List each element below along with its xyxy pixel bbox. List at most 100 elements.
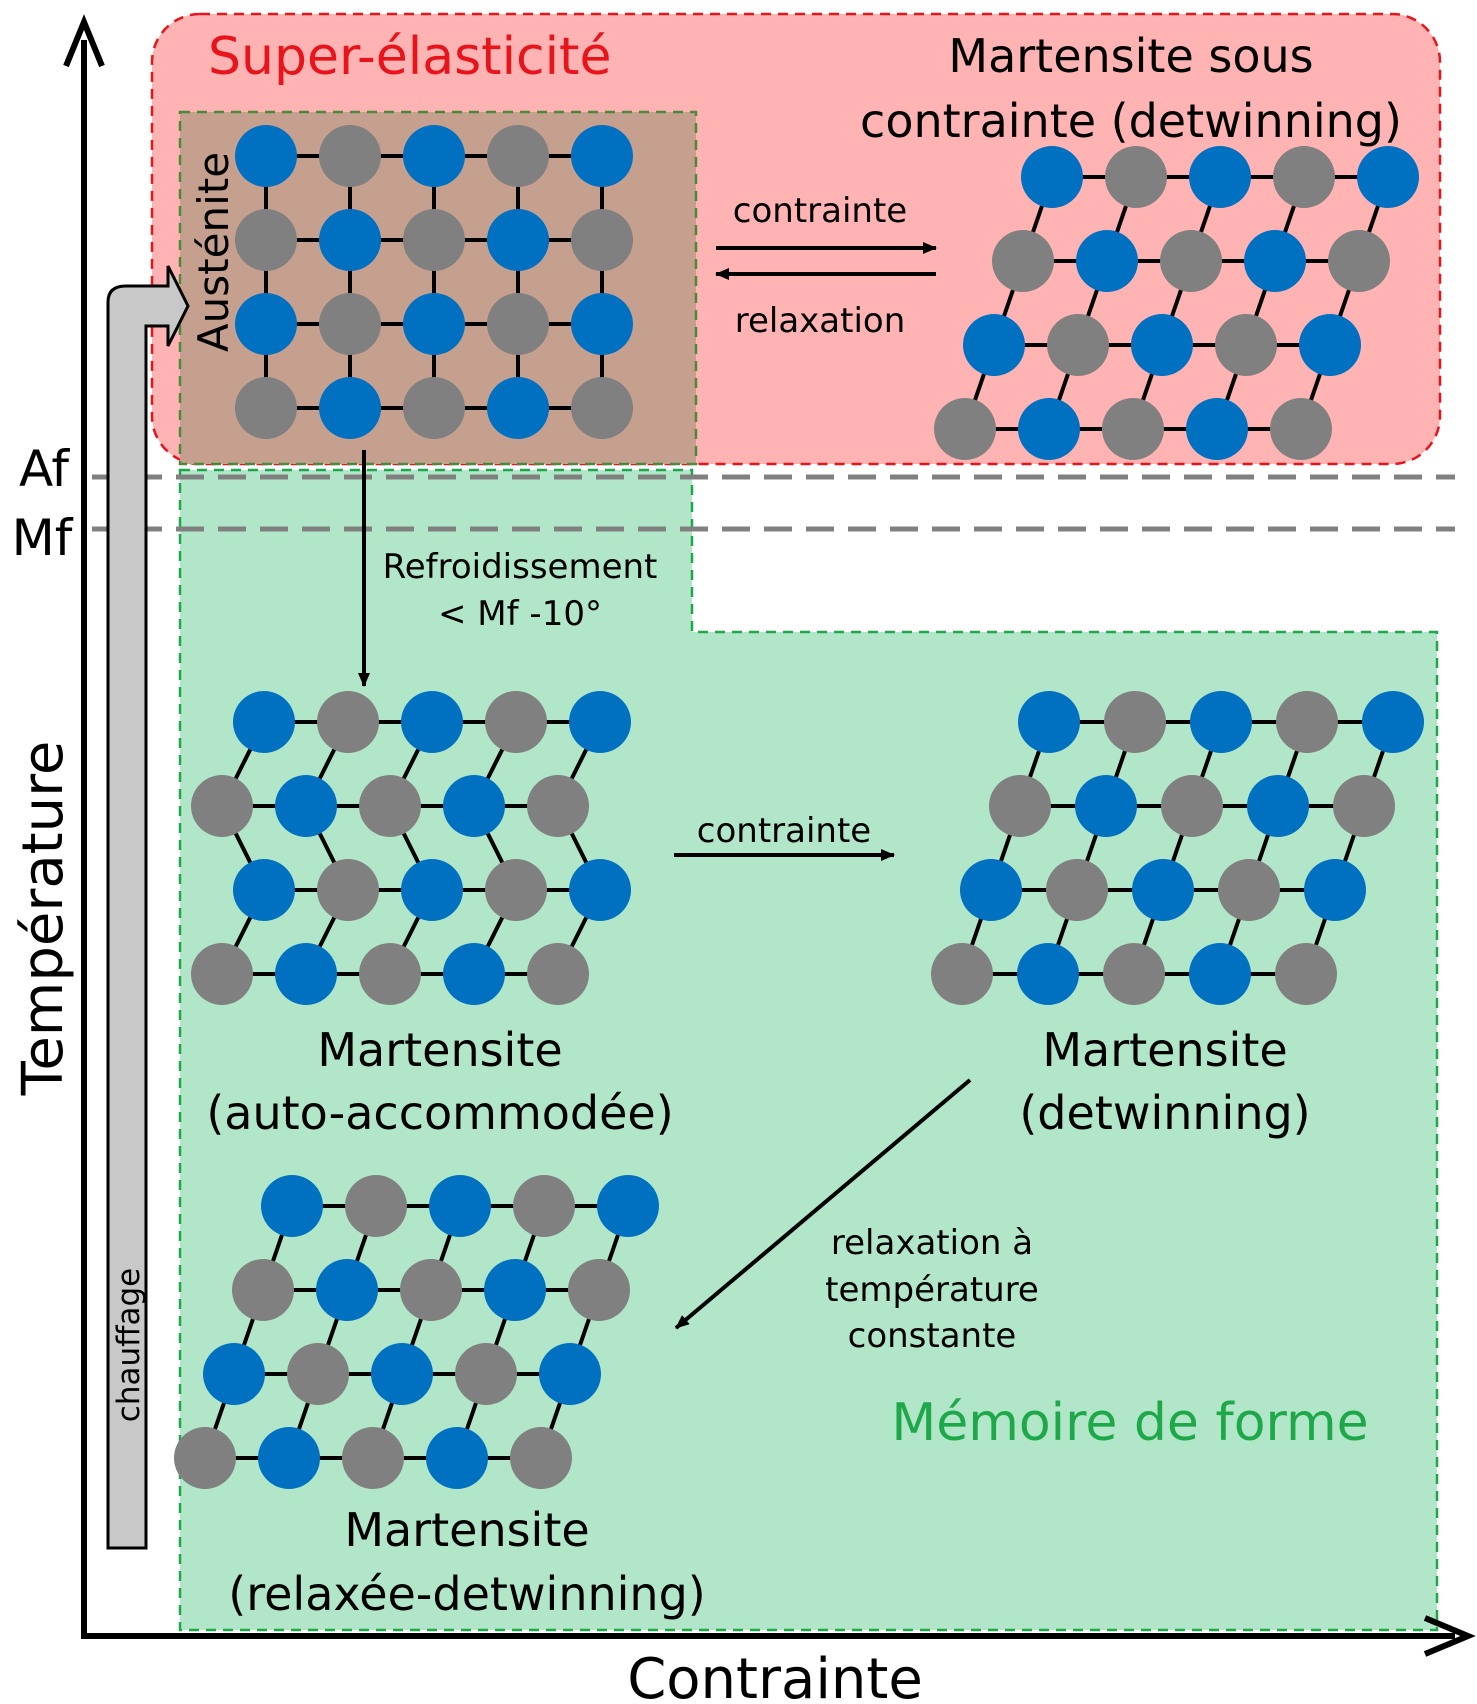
atom-blue xyxy=(235,125,297,187)
atom-blue xyxy=(1189,146,1251,208)
atom-blue xyxy=(487,209,549,271)
atom-blue xyxy=(571,293,633,355)
atom-blue xyxy=(319,377,381,439)
atom-blue xyxy=(275,943,337,1005)
atom-gray xyxy=(1273,146,1335,208)
atom-gray xyxy=(455,1343,517,1405)
atom-gray xyxy=(1270,398,1332,460)
relax-constant-label-1: relaxation à xyxy=(831,1223,1033,1263)
atom-blue xyxy=(1299,314,1361,376)
relaxed-detwinned-label-1: Martensite xyxy=(344,1503,589,1557)
atom-blue xyxy=(960,859,1022,921)
atom-gray xyxy=(571,209,633,271)
atom-blue xyxy=(233,859,295,921)
self-accommodated-label-1: Martensite xyxy=(317,1023,562,1077)
atom-gray xyxy=(1161,775,1223,837)
atom-blue xyxy=(1075,775,1137,837)
lattice-detwinned xyxy=(931,691,1424,1005)
atom-gray xyxy=(1328,230,1390,292)
atom-blue xyxy=(1132,859,1194,921)
atom-gray xyxy=(931,943,993,1005)
relaxed-detwinned-label-2: (relaxée-detwinning) xyxy=(228,1567,705,1621)
atom-blue xyxy=(597,1175,659,1237)
atom-gray xyxy=(317,859,379,921)
atom-gray xyxy=(1103,943,1165,1005)
atom-gray xyxy=(1218,859,1280,921)
atom-blue xyxy=(319,209,381,271)
atom-gray xyxy=(1333,775,1395,837)
atom-blue xyxy=(963,314,1025,376)
atom-blue xyxy=(1247,775,1309,837)
atom-blue xyxy=(429,1175,491,1237)
atom-blue xyxy=(569,859,631,921)
atom-gray xyxy=(1215,314,1277,376)
atom-blue xyxy=(261,1175,323,1237)
atom-gray xyxy=(191,943,253,1005)
atom-blue xyxy=(484,1259,546,1321)
stress-top-label: contrainte xyxy=(733,191,907,231)
atom-blue xyxy=(401,691,463,753)
atom-gray xyxy=(1047,314,1109,376)
atom-gray xyxy=(485,691,547,753)
atom-gray xyxy=(1160,230,1222,292)
atom-gray xyxy=(235,377,297,439)
super-elasticity-title: Super-élasticité xyxy=(208,27,611,87)
atom-gray xyxy=(487,293,549,355)
atom-gray xyxy=(174,1427,236,1489)
atom-gray xyxy=(527,775,589,837)
atom-blue xyxy=(1362,691,1424,753)
atom-blue xyxy=(233,691,295,753)
atom-gray xyxy=(1105,146,1167,208)
stress-mid-label: contrainte xyxy=(697,811,871,851)
atom-blue xyxy=(1186,398,1248,460)
atom-gray xyxy=(992,230,1054,292)
atom-gray xyxy=(359,775,421,837)
atom-blue xyxy=(316,1259,378,1321)
atom-gray xyxy=(989,775,1051,837)
atom-gray xyxy=(400,1259,462,1321)
relax-constant-label-2: température xyxy=(825,1270,1039,1310)
y-axis-arrowhead xyxy=(63,14,105,68)
atom-blue xyxy=(1018,691,1080,753)
atom-gray xyxy=(513,1175,575,1237)
atom-gray xyxy=(487,125,549,187)
atom-blue xyxy=(571,125,633,187)
atom-gray xyxy=(235,209,297,271)
atom-blue xyxy=(403,125,465,187)
shape-memory-title: Mémoire de forme xyxy=(891,1393,1368,1453)
relax-constant-label-3: constante xyxy=(848,1316,1017,1356)
atom-blue xyxy=(1131,314,1193,376)
self-accommodated-label-2: (auto-accommodée) xyxy=(206,1086,673,1140)
lattice-austenite xyxy=(235,125,633,439)
atom-gray xyxy=(568,1259,630,1321)
relax-constant-arrow xyxy=(674,1078,972,1330)
atom-blue xyxy=(258,1427,320,1489)
atom-gray xyxy=(571,377,633,439)
atom-blue xyxy=(569,691,631,753)
lattices xyxy=(174,125,1424,1489)
atom-gray xyxy=(191,775,253,837)
x-axis-label: Contrainte xyxy=(627,1647,923,1704)
atom-blue xyxy=(539,1343,601,1405)
y-axis-label: Température xyxy=(11,741,76,1097)
atom-blue xyxy=(275,775,337,837)
atom-gray xyxy=(1275,943,1337,1005)
atom-blue xyxy=(401,859,463,921)
atom-blue xyxy=(487,377,549,439)
atom-gray xyxy=(342,1427,404,1489)
atom-blue xyxy=(1304,859,1366,921)
atom-blue xyxy=(1017,943,1079,1005)
cooling-label-1: Refroidissement xyxy=(383,547,658,587)
atom-blue xyxy=(1021,146,1083,208)
atom-gray xyxy=(403,209,465,271)
atom-gray xyxy=(319,125,381,187)
x-axis-arrowhead xyxy=(1423,1615,1476,1657)
atom-gray xyxy=(319,293,381,355)
atom-blue xyxy=(1244,230,1306,292)
atom-blue xyxy=(426,1427,488,1489)
atom-blue xyxy=(403,293,465,355)
atom-gray xyxy=(317,691,379,753)
atom-gray xyxy=(1102,398,1164,460)
atom-blue xyxy=(1357,146,1419,208)
